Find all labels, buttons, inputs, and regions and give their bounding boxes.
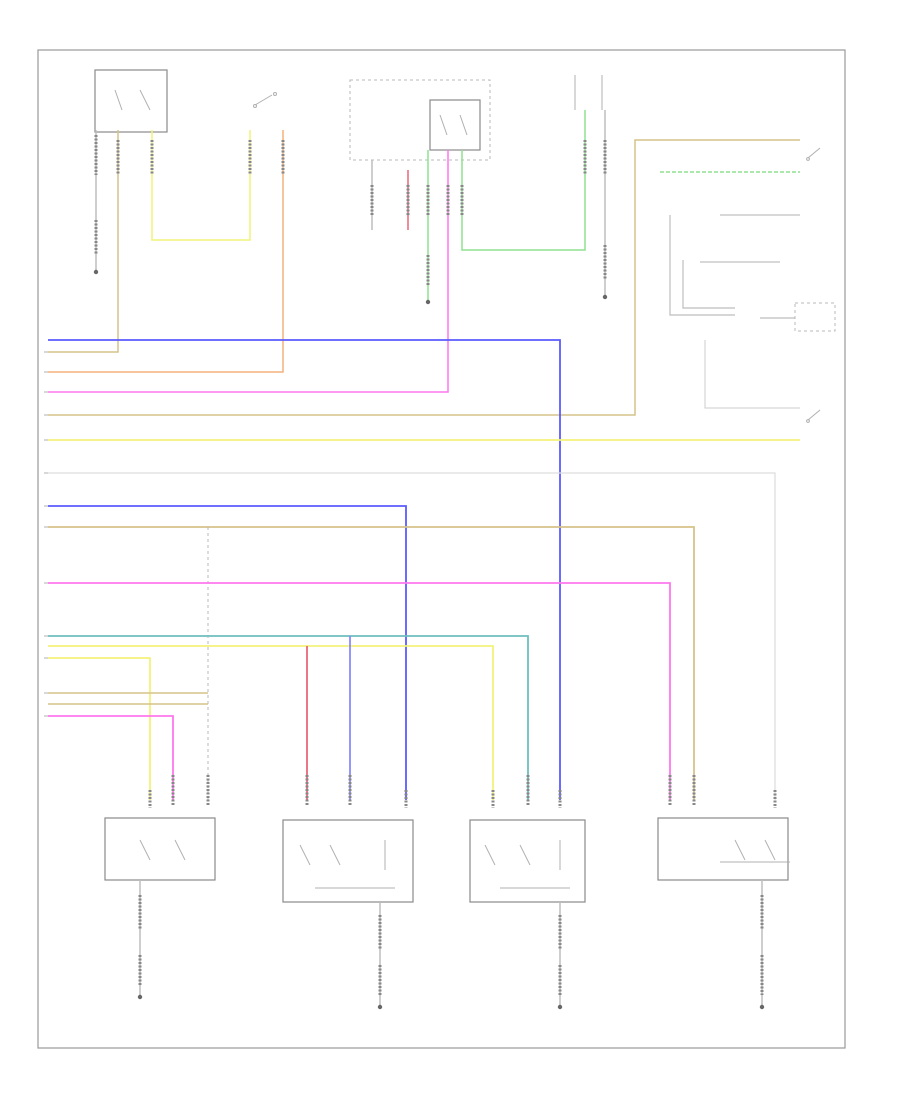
- wire-top-tan-1: [48, 130, 119, 353]
- wire-pink-right: [48, 582, 671, 800]
- bottom-module-1: [104, 817, 216, 881]
- ground-symbol: [93, 269, 99, 275]
- top-switch: [253, 92, 277, 108]
- wire-yellow-mid: [48, 645, 494, 800]
- wire-right-tan: [48, 139, 800, 416]
- wire-yellow-left: [48, 657, 151, 800]
- diagram-frame: [37, 49, 846, 1049]
- wire-tan-right: [48, 526, 695, 800]
- ground-symbol: [759, 1004, 765, 1010]
- bottom-module-3: [469, 819, 586, 903]
- wire-blue-long: [48, 339, 561, 800]
- wire-top-yellow-loop: [151, 130, 251, 241]
- bottom-module-2: [282, 819, 414, 903]
- ground-symbol: [602, 294, 608, 300]
- top-center-module: [349, 79, 491, 161]
- right-connector: [794, 302, 836, 332]
- wire-right-gray-5: [704, 340, 800, 409]
- top-relay-module: [94, 69, 168, 133]
- wire-teal: [48, 635, 529, 800]
- wire-blue-mid: [48, 505, 407, 800]
- wire-top-orange: [48, 130, 284, 373]
- ground-symbol: [557, 1004, 563, 1010]
- top-right-switch: [574, 75, 603, 110]
- ground-symbol: [137, 994, 143, 1000]
- wire-top-pink: [48, 150, 449, 393]
- wire-right-gray-3: [682, 260, 735, 309]
- bottom-module-4: [657, 817, 790, 881]
- wire-gray-right: [48, 472, 776, 800]
- right-switch-2: [806, 409, 821, 423]
- right-switch-1: [806, 147, 821, 161]
- wire-pink-left: [48, 715, 174, 800]
- ground-symbol: [425, 299, 431, 305]
- ground-symbol: [377, 1004, 383, 1010]
- wire-right-gray-1: [669, 215, 735, 316]
- left-pin-markers: [44, 351, 48, 717]
